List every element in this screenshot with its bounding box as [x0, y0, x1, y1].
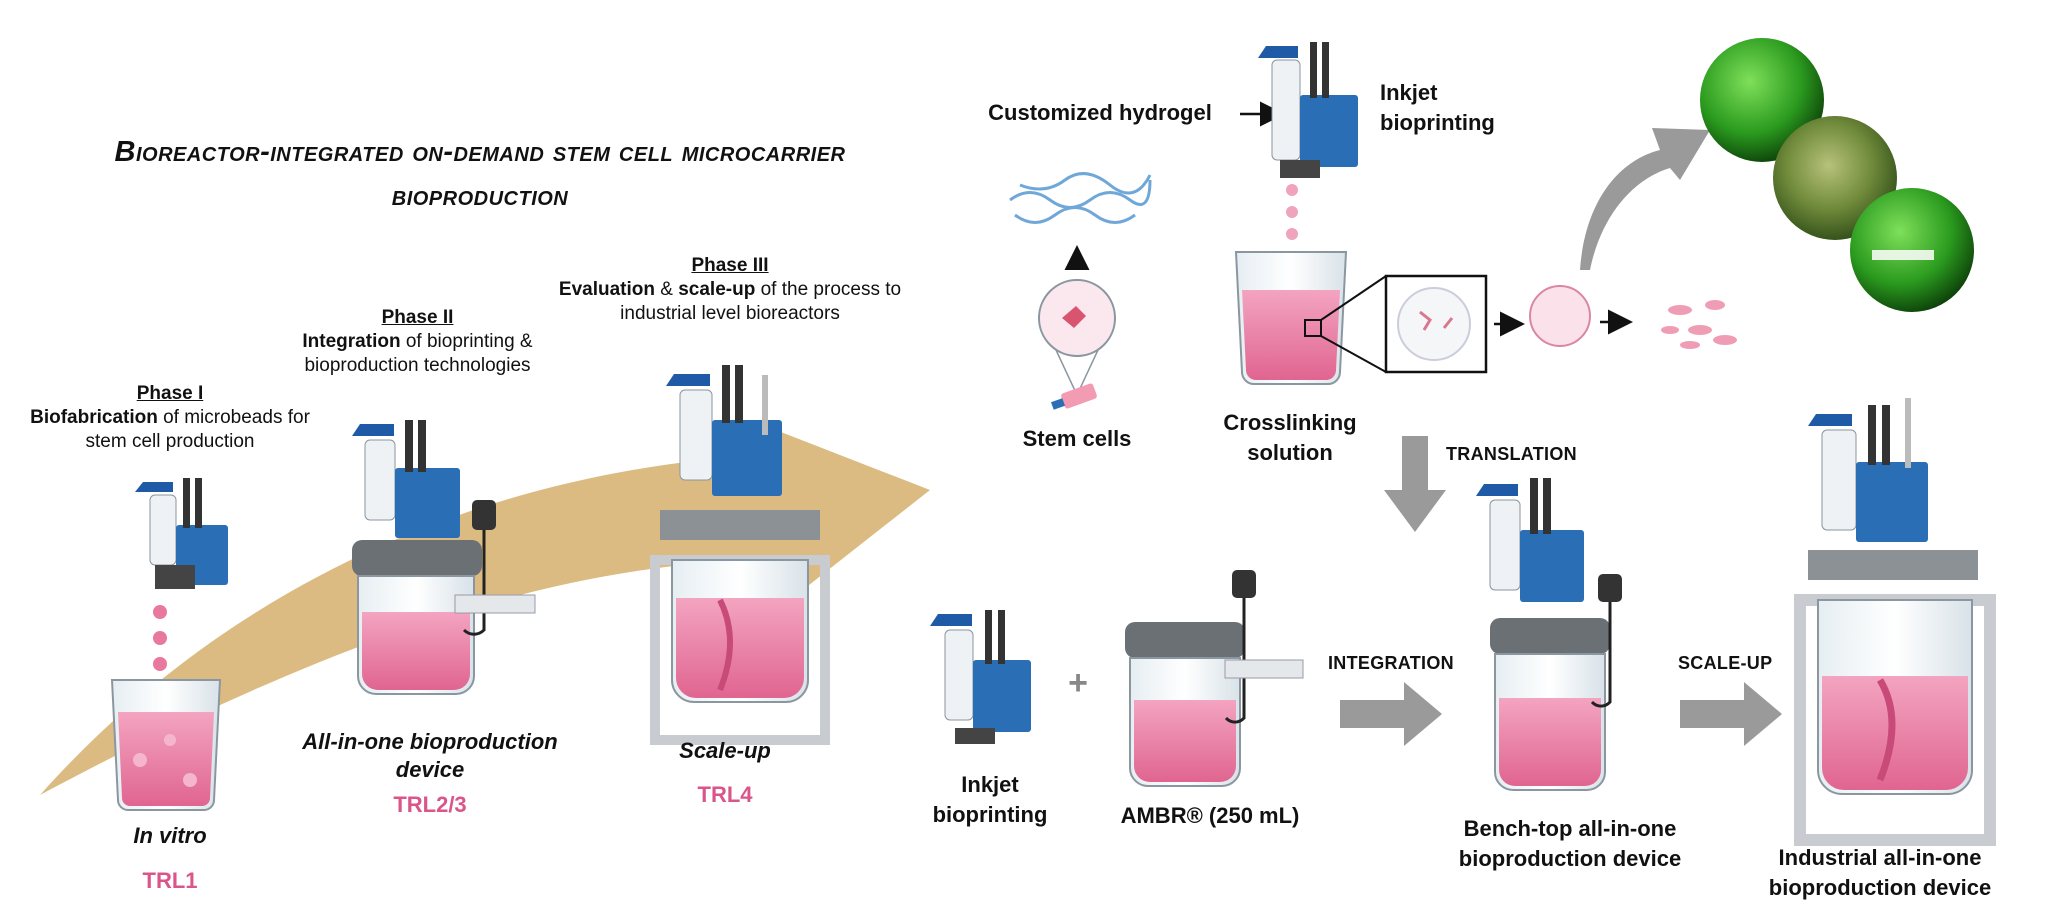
- stage-scale-up: Scale-up: [679, 738, 771, 763]
- stage-all-in-one: All-in-one bioproduction device: [302, 729, 558, 782]
- benchtop-device: [1476, 478, 1622, 791]
- page-title: Bioreactor-integrated on-demand stem cel…: [40, 130, 920, 218]
- phase-2-description: Phase II Integration of bioprinting & bi…: [290, 306, 545, 378]
- released-cells: [1661, 300, 1737, 349]
- beaker-1: [110, 679, 222, 811]
- printer-icon-1: [135, 478, 228, 589]
- trl-4: TRL4: [697, 782, 753, 807]
- label-translation: TRANSLATION: [1446, 444, 1577, 464]
- printer-icon-top: [1258, 42, 1358, 178]
- label-crosslinking: Crosslinking solution: [1223, 410, 1357, 465]
- label-scale-up: SCALE-UP: [1678, 653, 1773, 673]
- bead-zoom: [1397, 287, 1471, 361]
- label-integration: INTEGRATION: [1328, 653, 1454, 673]
- bioreactor-device-3: [650, 365, 830, 745]
- plus-sign: +: [1068, 664, 1088, 702]
- label-inkjet-top: Inkjet bioprinting: [1380, 80, 1495, 135]
- phase-3-heading: Phase III: [691, 255, 769, 276]
- arrow-scaleup: [1680, 682, 1782, 746]
- label-industrial: Industrial all-in-one bioproduction devi…: [1768, 845, 1992, 900]
- sphere-1: [1700, 38, 1824, 162]
- label-inkjet-bottom: Inkjet bioprinting: [932, 772, 1048, 827]
- title-line-2: bioproduction: [391, 180, 569, 212]
- length-label-box: [1872, 250, 1934, 260]
- trl-1: TRL1: [142, 868, 198, 893]
- ambr-vessel: [1125, 570, 1304, 787]
- hydrogel-polymer: [1009, 172, 1152, 224]
- phase-2-heading: Phase II: [381, 307, 454, 328]
- bead-cells: [1529, 285, 1591, 347]
- printer-icon-bottom: [930, 610, 1031, 744]
- phase-3-description: Phase III Evaluation & scale-up of the p…: [550, 254, 910, 326]
- zoom-lines: [1320, 275, 1387, 373]
- arrow-translation: [1384, 436, 1446, 532]
- arrow-integration: [1340, 682, 1442, 746]
- phase-2-bold: Integration: [302, 331, 401, 352]
- label-ambr: AMBR® (250 mL): [1120, 803, 1300, 828]
- title-line-1: Bioreactor-integrated on-demand stem cel…: [114, 136, 846, 168]
- flask-icon: [1050, 383, 1097, 410]
- arrow-to-spheres: [1580, 128, 1710, 270]
- phase-1-bold: Biofabrication: [30, 407, 158, 428]
- phase-1-description: Phase I Biofabrication of microbeads for…: [20, 382, 320, 454]
- stage-in-vitro: In vitro: [133, 823, 207, 848]
- label-benchtop: Bench-top all-in-one bioproduction devic…: [1458, 816, 1682, 871]
- phase-1-heading: Phase I: [136, 383, 204, 404]
- industrial-device: [1794, 398, 1996, 846]
- bioreactor-device-2: [352, 420, 536, 695]
- label-customized-hydrogel: Customized hydrogel: [988, 100, 1212, 125]
- label-stem-cells: Stem cells: [1022, 426, 1132, 451]
- trl-2-3: TRL2/3: [393, 792, 467, 817]
- crosslink-beaker: [1234, 251, 1348, 385]
- droplets-top: [1286, 184, 1298, 240]
